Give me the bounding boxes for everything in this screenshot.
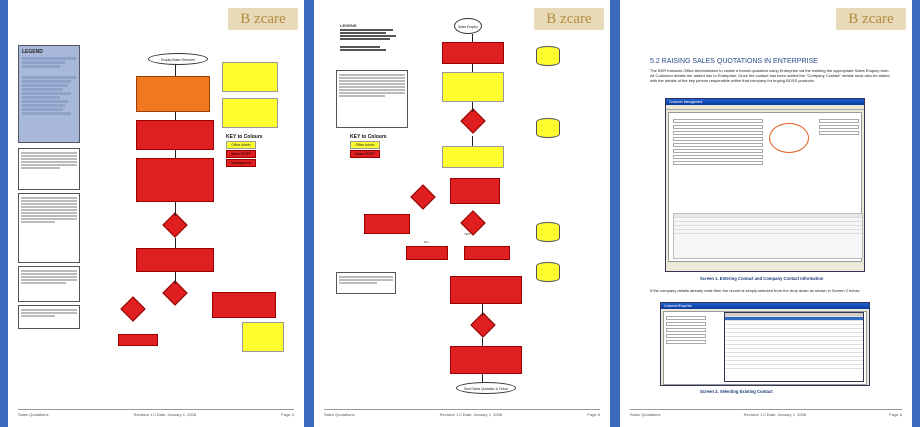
section-heading: 5.2 RAISING SALES QUOTATIONS IN ENTERPRI… xyxy=(650,58,818,65)
flow-decision-b xyxy=(410,184,436,210)
flow-note-yellow-2 xyxy=(222,98,278,128)
connector xyxy=(472,136,473,146)
legend-body xyxy=(22,57,76,115)
key-sales-staff: Sales STAFF xyxy=(226,150,256,158)
document-page-1: B zcare LEGEND Enquiry/Sales Rece xyxy=(8,0,304,427)
flow-step-red-2 xyxy=(136,158,214,202)
flow-decision-2 xyxy=(162,280,188,306)
footer-right: Page 5 xyxy=(587,412,600,417)
footer-left: Sales Quotations xyxy=(324,412,355,417)
document-page-2: B zcare Sales Enquiry LEGEND KEY to Colo… xyxy=(314,0,610,427)
flow-step-red-e xyxy=(464,246,510,260)
paragraph-2: If the company details already exist the… xyxy=(650,288,860,293)
screenshot-1-titlebar: Customer Management xyxy=(666,99,864,105)
note-block-1 xyxy=(18,148,80,190)
footer-mid: Revision 1.0 Date: January 1, 2008 xyxy=(133,412,197,417)
screenshot-1: Customer Management xyxy=(665,98,865,272)
legend-title: LEGEND xyxy=(340,23,357,28)
note-block-4 xyxy=(18,305,80,329)
note-block-2 xyxy=(336,272,396,294)
footer-right: Page 4 xyxy=(281,412,294,417)
key-management: Management xyxy=(226,159,256,167)
connector xyxy=(482,338,483,346)
screenshot-2-titlebar: Customer/Enquiries xyxy=(661,303,869,309)
flow-step-red-4 xyxy=(212,292,276,318)
database-cylinder-3 xyxy=(536,222,560,242)
colour-key: KEY to Colours Office Admin Sales STAFF … xyxy=(226,134,263,168)
flow-end-oval: Send Sales Quotation & Follow xyxy=(456,382,516,394)
connector xyxy=(472,34,473,42)
key-office-admin: Office Admin xyxy=(350,141,380,149)
database-cylinder-1 xyxy=(536,46,560,66)
database-cylinder-2 xyxy=(536,118,560,138)
page-footer: Sales Quotations Revision 1.0 Date: Janu… xyxy=(18,409,294,417)
connector xyxy=(175,65,176,76)
label-yes: YES xyxy=(464,232,471,236)
footer-left: Sales Quotations xyxy=(630,412,661,417)
flow-top-oval: Sales Enquiry xyxy=(454,18,482,34)
flow-step-red-1 xyxy=(136,120,214,150)
note-block-2 xyxy=(18,193,80,263)
connector xyxy=(482,374,483,382)
brand-logo: B zcare xyxy=(228,8,298,30)
note-block xyxy=(336,70,408,128)
flow-note-yellow-1 xyxy=(222,62,278,92)
document-page-3: B zcare 5.2 RAISING SALES QUOTATIONS IN … xyxy=(620,0,912,427)
flow-step-red-3 xyxy=(136,248,214,272)
colour-key-title: KEY to Colours xyxy=(350,134,387,140)
flow-step-red-b xyxy=(450,178,500,204)
label-no: NO xyxy=(424,240,429,244)
footer-right: Page 6 xyxy=(889,412,902,417)
flow-decision-1 xyxy=(162,212,188,238)
caption-2: Screen 2. Selecting Existing Contact xyxy=(700,389,773,394)
flow-note-yellow-3 xyxy=(242,322,284,352)
footer-left: Sales Quotations xyxy=(18,412,49,417)
key-office-admin: Office Admin xyxy=(226,141,256,149)
screenshot-2: Customer/Enquiries xyxy=(660,302,870,386)
legend-panel: LEGEND xyxy=(18,45,80,143)
footer-mid: Revision 1.0 Date: January 1, 2008 xyxy=(743,412,807,417)
flow-decision-3 xyxy=(120,296,146,322)
flow-step-red-f xyxy=(450,276,522,304)
connector xyxy=(175,238,176,248)
database-cylinder-4 xyxy=(536,262,560,282)
connector xyxy=(472,102,473,112)
flow-step-sales-enquiry xyxy=(136,76,210,112)
flow-start-oval: Enquiry/Sales Received xyxy=(148,53,208,65)
flow-end-red xyxy=(118,334,158,346)
connector xyxy=(175,272,176,284)
key-sales-staff: Sales STAFF xyxy=(350,150,380,158)
flow-step-red-d xyxy=(406,246,448,260)
note-block-3 xyxy=(18,266,80,302)
connector xyxy=(175,112,176,120)
screenshot-2-list xyxy=(663,311,867,385)
connector xyxy=(175,202,176,216)
flow-step-yellow-b xyxy=(442,146,504,168)
flow-step-red-g xyxy=(450,346,522,374)
footer-mid: Revision 1.0 Date: January 1, 2008 xyxy=(439,412,503,417)
connector xyxy=(482,304,483,316)
legend-text: LEGEND xyxy=(338,22,408,66)
intro-paragraph: The BSR instructs Office Administrator t… xyxy=(650,68,890,83)
legend-title: LEGEND xyxy=(22,49,43,55)
connector xyxy=(175,150,176,158)
brand-logo: B zcare xyxy=(836,8,906,30)
flow-decision-d xyxy=(470,312,496,338)
flow-decision-a xyxy=(460,108,486,134)
flow-step-yellow-a xyxy=(442,72,504,102)
page-footer: Sales Quotations Revision 1.0 Date: Janu… xyxy=(324,409,600,417)
caption-1: Screen 1. Entering Contact and Company C… xyxy=(700,276,824,281)
flow-step-red-c xyxy=(364,214,410,234)
colour-key: KEY to Colours Office Admin Sales STAFF xyxy=(350,134,387,159)
screenshot-1-form xyxy=(668,112,863,262)
page-footer: Sales Quotations Revision 1.0 Date: Janu… xyxy=(630,409,902,417)
flow-step-red-a xyxy=(442,42,504,64)
connector xyxy=(472,64,473,72)
screenshot-1-menubar xyxy=(666,105,864,110)
colour-key-title: KEY to Colours xyxy=(226,134,263,140)
brand-logo: B zcare xyxy=(534,8,604,30)
